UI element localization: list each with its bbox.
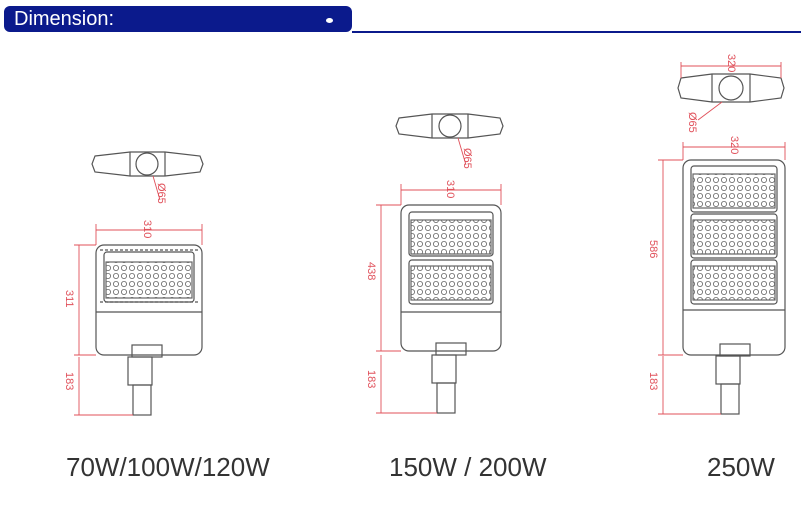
model-3-caption: 250W <box>707 452 775 482</box>
model-3-dim-labels: 320 Ø65 320 586 183 <box>647 54 740 390</box>
model-3-top-view <box>677 73 785 103</box>
section-title: Dimension: <box>14 8 115 30</box>
model-1-bracket-label: 183 <box>63 372 75 390</box>
header-rule <box>352 31 801 33</box>
header-dot-icon <box>326 18 333 23</box>
model-2-width-label: 310 <box>444 180 456 198</box>
model-2-diameter-label: Ø65 <box>461 148 473 169</box>
model-1-dim-labels: Ø65 310 311 183 <box>63 183 167 390</box>
model-2-dimensions <box>376 137 502 414</box>
model-3-drawing <box>677 73 786 415</box>
model-3-width-label: 320 <box>728 136 740 154</box>
model-1-dimensions <box>74 175 203 416</box>
model-3-height-label: 586 <box>647 240 659 258</box>
model-1-width-label: 310 <box>141 220 153 238</box>
model-1-body <box>95 244 203 416</box>
model-2-bracket-label: 183 <box>365 370 377 388</box>
model-2-height-label: 438 <box>365 262 377 280</box>
model-3-body <box>682 159 786 415</box>
model-2-caption: 150W / 200W <box>389 452 547 482</box>
model-2-top-view <box>395 113 504 139</box>
model-1-height-label: 311 <box>63 290 75 308</box>
model-2-drawing <box>395 113 504 414</box>
model-3-bracket-label: 183 <box>647 372 659 390</box>
model-3-diameter-label: Ø65 <box>686 112 698 133</box>
model-3-width-top-label: 320 <box>725 54 737 72</box>
model-2-dim-labels: Ø65 310 438 183 <box>365 148 473 388</box>
section-header: Dimension: <box>4 6 352 32</box>
model-3-dimensions <box>658 62 786 415</box>
model-1-drawing <box>91 151 204 416</box>
model-1-top-view <box>91 151 204 177</box>
model-2-body <box>400 204 502 414</box>
model-1-diameter-label: Ø65 <box>155 183 167 204</box>
model-1-caption: 70W/100W/120W <box>66 452 270 482</box>
